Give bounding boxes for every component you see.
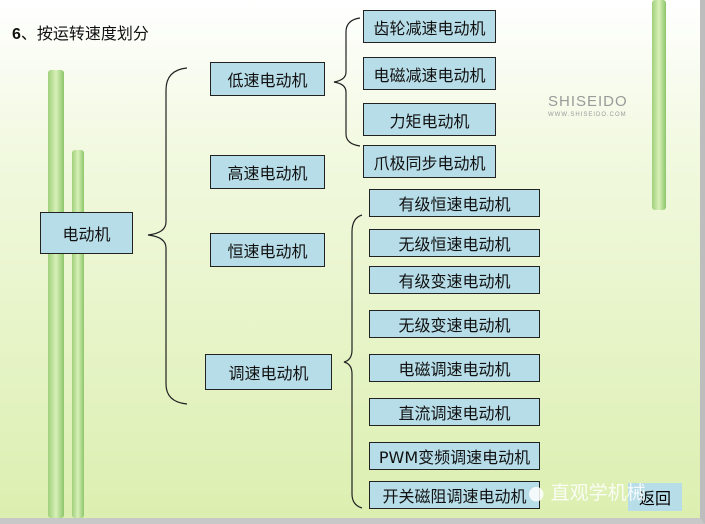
page-title: 6、按运转速度划分: [12, 24, 149, 43]
node-claw-pole: 爪极同步电动机: [363, 145, 496, 178]
node-speed-child: 直流调速电动机: [369, 398, 540, 426]
root-node: 电动机: [40, 212, 133, 254]
bamboo-decoration: [48, 70, 64, 518]
node-speed-child: PWM变频调速电动机: [369, 442, 540, 470]
node-speed-child: 电磁调速电动机: [369, 354, 540, 382]
node-speed-child: 有级变速电动机: [369, 266, 540, 294]
node-speed-child: 开关磁阻调速电动机: [369, 481, 540, 509]
back-button[interactable]: 返回: [628, 483, 682, 511]
watermark: ● 直观学机械: [528, 482, 646, 504]
node-speed-child: 无级恒速电动机: [369, 229, 540, 257]
node-constant-speed: 恒速电动机: [210, 233, 325, 267]
node-torque: 力矩电动机: [363, 103, 496, 136]
low-speed-bracket: [333, 17, 361, 147]
node-speed-child: 有级恒速电动机: [369, 189, 540, 217]
bamboo-decoration: [652, 0, 666, 210]
node-high-speed: 高速电动机: [210, 155, 325, 189]
node-adjustable-speed: 调速电动机: [205, 354, 332, 390]
node-em-reduction: 电磁减速电动机: [363, 57, 496, 90]
node-gear-reduction: 齿轮减速电动机: [363, 10, 496, 43]
root-bracket: [147, 67, 188, 405]
node-low-speed: 低速电动机: [210, 62, 325, 96]
node-speed-child: 无级变速电动机: [369, 310, 540, 338]
speed-bracket: [343, 214, 363, 509]
wechat-icon: ●: [528, 482, 545, 504]
